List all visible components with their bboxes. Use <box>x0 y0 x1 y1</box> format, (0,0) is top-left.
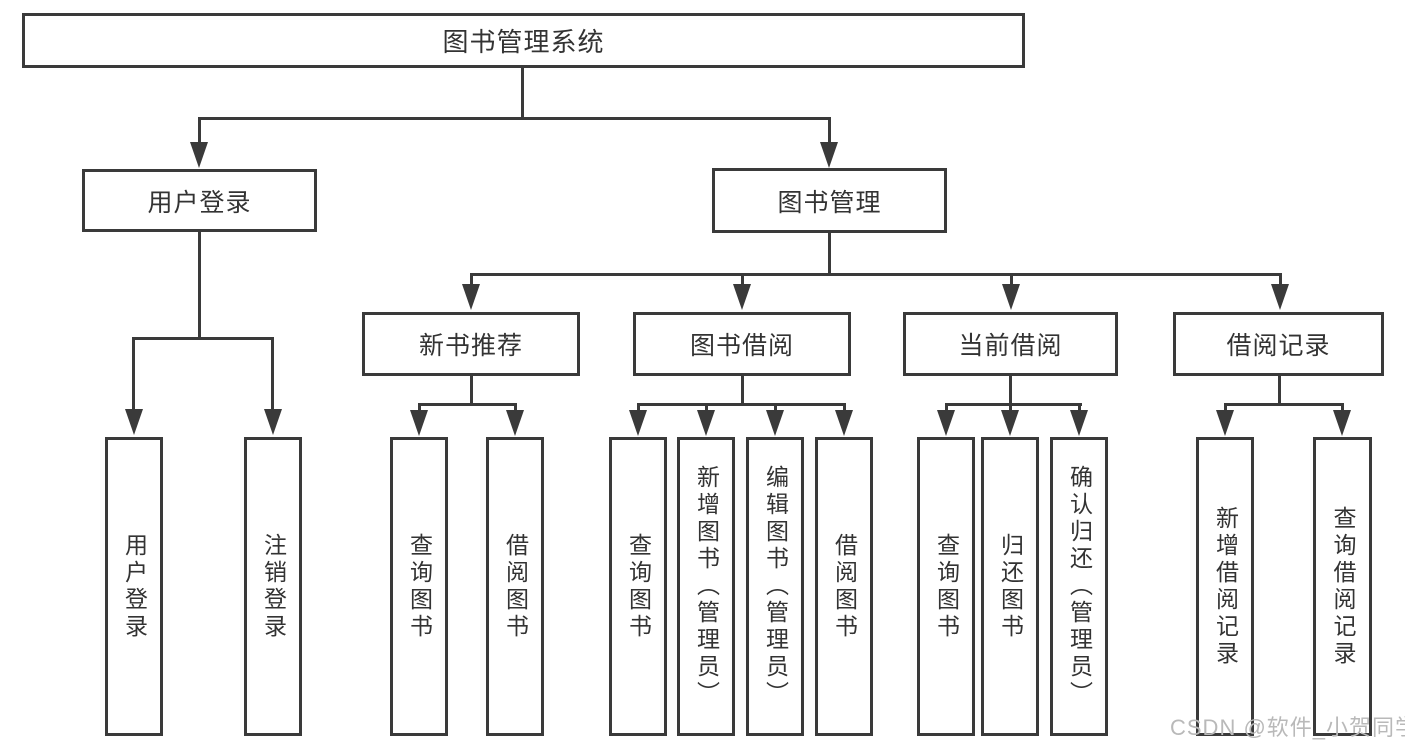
node-user-login: 用户登录 <box>82 169 317 232</box>
leaf-borrow-books: 借阅图书 <box>815 437 873 736</box>
arrowhead-icon <box>835 410 853 436</box>
node-label: 用户登录 <box>147 188 252 217</box>
connector-drop <box>470 273 473 287</box>
connector-stem <box>1278 376 1281 406</box>
node-label: 新书推荐 <box>418 332 523 360</box>
connector-drop <box>1279 273 1282 287</box>
arrowhead-icon <box>190 142 208 168</box>
connector-drop <box>271 337 274 412</box>
leaf-query-borrow-record: 查询借阅记录 <box>1313 437 1372 736</box>
connector-root-riser <box>521 66 524 120</box>
arrowhead-icon <box>1002 284 1020 310</box>
leaf-label: 借阅图书 <box>831 532 858 641</box>
leaf-label: 用户登录 <box>121 532 148 641</box>
arrowhead-icon <box>1271 284 1289 310</box>
arrowhead-icon <box>1216 410 1234 436</box>
node-label: 当前借阅 <box>958 332 1063 360</box>
connector-drop <box>637 403 640 415</box>
connector-drop <box>514 403 517 415</box>
leaf-label: 查询借阅记录 <box>1330 505 1356 668</box>
leaf-confirm-return-admin: 确认归还（管理员） <box>1050 437 1108 736</box>
leaf-borrow-books: 借阅图书 <box>486 437 544 736</box>
connector-drop <box>418 403 421 415</box>
connector-drop <box>1078 403 1081 415</box>
csdn-watermark: CSDN @软件_小贺同学 <box>1170 715 1405 740</box>
leaf-label: 注销登录 <box>260 532 287 641</box>
node-label: 借阅记录 <box>1226 332 1331 360</box>
connector-stem <box>828 117 831 145</box>
arrowhead-icon <box>125 409 143 435</box>
connector-stem <box>198 232 201 340</box>
leaf-label: 确认归还（管理员） <box>1066 465 1093 708</box>
leaf-logout: 注销登录 <box>244 437 302 736</box>
leaf-add-books-admin: 新增图书（管理员） <box>677 437 735 736</box>
connector-drop <box>843 403 846 415</box>
leaf-edit-books-admin: 编辑图书（管理员） <box>746 437 804 736</box>
leaf-query-books: 查询图书 <box>390 437 448 736</box>
leaf-label: 新增借阅记录 <box>1212 505 1239 668</box>
arrowhead-icon <box>1070 410 1088 436</box>
leaf-add-borrow-record: 新增借阅记录 <box>1196 437 1254 736</box>
leaf-query-books: 查询图书 <box>609 437 667 736</box>
node-current-borrowing: 当前借阅 <box>903 312 1118 376</box>
connector-split-bar <box>945 403 1082 406</box>
arrowhead-icon <box>410 410 428 436</box>
connector-drop <box>945 403 948 415</box>
connector-stem <box>470 376 473 406</box>
leaf-label: 归还图书 <box>997 532 1024 641</box>
arrowhead-icon <box>462 284 480 310</box>
leaf-label: 查询图书 <box>406 532 433 641</box>
leaf-label: 借阅图书 <box>502 532 529 641</box>
connector-drop <box>774 403 777 415</box>
connector-stem <box>741 376 744 406</box>
arrowhead-icon <box>629 410 647 436</box>
connector-stem <box>198 117 201 145</box>
arrowhead-icon <box>1333 410 1351 436</box>
connector-drop <box>1341 403 1344 415</box>
connector-stem <box>1009 375 1012 406</box>
node-new-book-recommend: 新书推荐 <box>362 312 580 376</box>
connector-level3-bar <box>470 273 1282 276</box>
connector-stem <box>828 233 831 276</box>
connector-split-bar <box>133 337 274 340</box>
connector-split-bar <box>637 403 846 406</box>
connector-split-bar <box>1224 403 1344 406</box>
leaf-label: 新增图书（管理员） <box>693 465 720 708</box>
node-label: 图书管理系统 <box>442 27 605 57</box>
node-book-borrowing: 图书借阅 <box>633 312 851 376</box>
arrowhead-icon <box>264 409 282 435</box>
arrowhead-icon <box>733 284 751 310</box>
connector-drop <box>132 337 135 412</box>
arrowhead-icon <box>937 410 955 436</box>
leaf-query-books: 查询图书 <box>917 437 975 736</box>
node-borrow-records: 借阅记录 <box>1173 312 1384 376</box>
arrowhead-icon <box>766 410 784 436</box>
connector-drop <box>705 403 708 415</box>
node-label: 图书借阅 <box>689 332 794 360</box>
node-book-management: 图书管理 <box>712 168 947 233</box>
connector-drop <box>1009 403 1012 415</box>
leaf-label: 查询图书 <box>625 532 652 641</box>
arrowhead-icon <box>697 410 715 436</box>
connector-split-bar <box>418 403 517 406</box>
connector-drop <box>1224 403 1227 415</box>
connector-drop <box>1010 273 1013 287</box>
leaf-return-books: 归还图书 <box>981 437 1039 736</box>
connector-drop <box>741 273 744 287</box>
arrowhead-icon <box>820 142 838 168</box>
node-label: 图书管理 <box>777 188 882 217</box>
node-library-system: 图书管理系统 <box>22 13 1025 68</box>
leaf-label: 编辑图书（管理员） <box>762 465 789 708</box>
leaf-label: 查询图书 <box>933 532 960 641</box>
connector-level2-bar <box>198 117 831 120</box>
leaf-user-login: 用户登录 <box>105 437 163 736</box>
arrowhead-icon <box>1001 410 1019 436</box>
arrowhead-icon <box>506 410 524 436</box>
